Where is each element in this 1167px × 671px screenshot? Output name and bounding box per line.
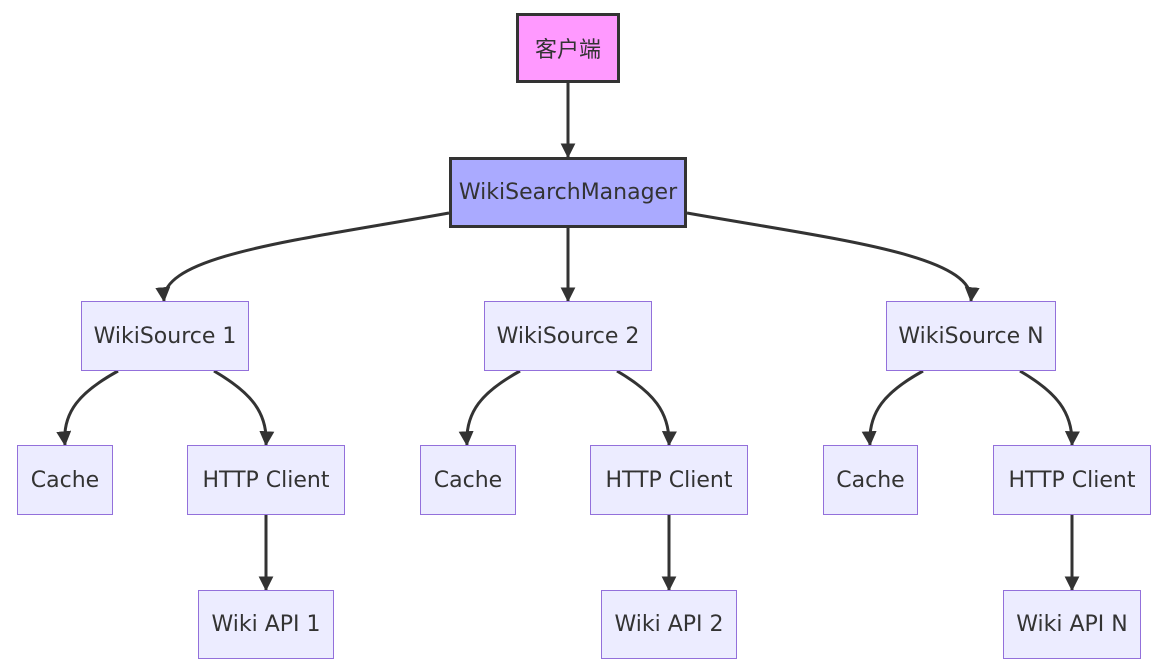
- edge-sourceN-httpN: [1019, 369, 1080, 447]
- node-wiki-api-n: Wiki API N: [1003, 590, 1141, 659]
- node-client: 客户端: [516, 13, 620, 83]
- node-http-client-n: HTTP Client: [993, 445, 1151, 515]
- edge-source1-http1: [213, 369, 275, 447]
- node-http-client-1: HTTP Client: [187, 445, 345, 515]
- node-cache-n: Cache: [823, 445, 918, 515]
- node-wiki-api-2: Wiki API 2: [601, 590, 737, 659]
- node-wiki-source-n: WikiSource N: [886, 301, 1056, 371]
- edge-source2-cache2: [458, 369, 521, 447]
- node-wiki-search-manager: WikiSearchManager: [449, 157, 687, 228]
- edge-source1-cache1: [56, 369, 119, 447]
- edge-sourceN-cacheN: [861, 369, 924, 447]
- node-http-client-2: HTTP Client: [590, 445, 748, 515]
- node-cache-2: Cache: [420, 445, 516, 515]
- node-wiki-api-1: Wiki API 1: [198, 590, 334, 659]
- edge-manager-sourceN: [686, 211, 980, 303]
- node-wiki-source-1: WikiSource 1: [81, 301, 249, 371]
- node-wiki-source-2: WikiSource 2: [484, 301, 652, 371]
- node-cache-1: Cache: [17, 445, 113, 515]
- edge-manager-source1: [155, 211, 450, 303]
- edge-source2-http2: [616, 369, 677, 447]
